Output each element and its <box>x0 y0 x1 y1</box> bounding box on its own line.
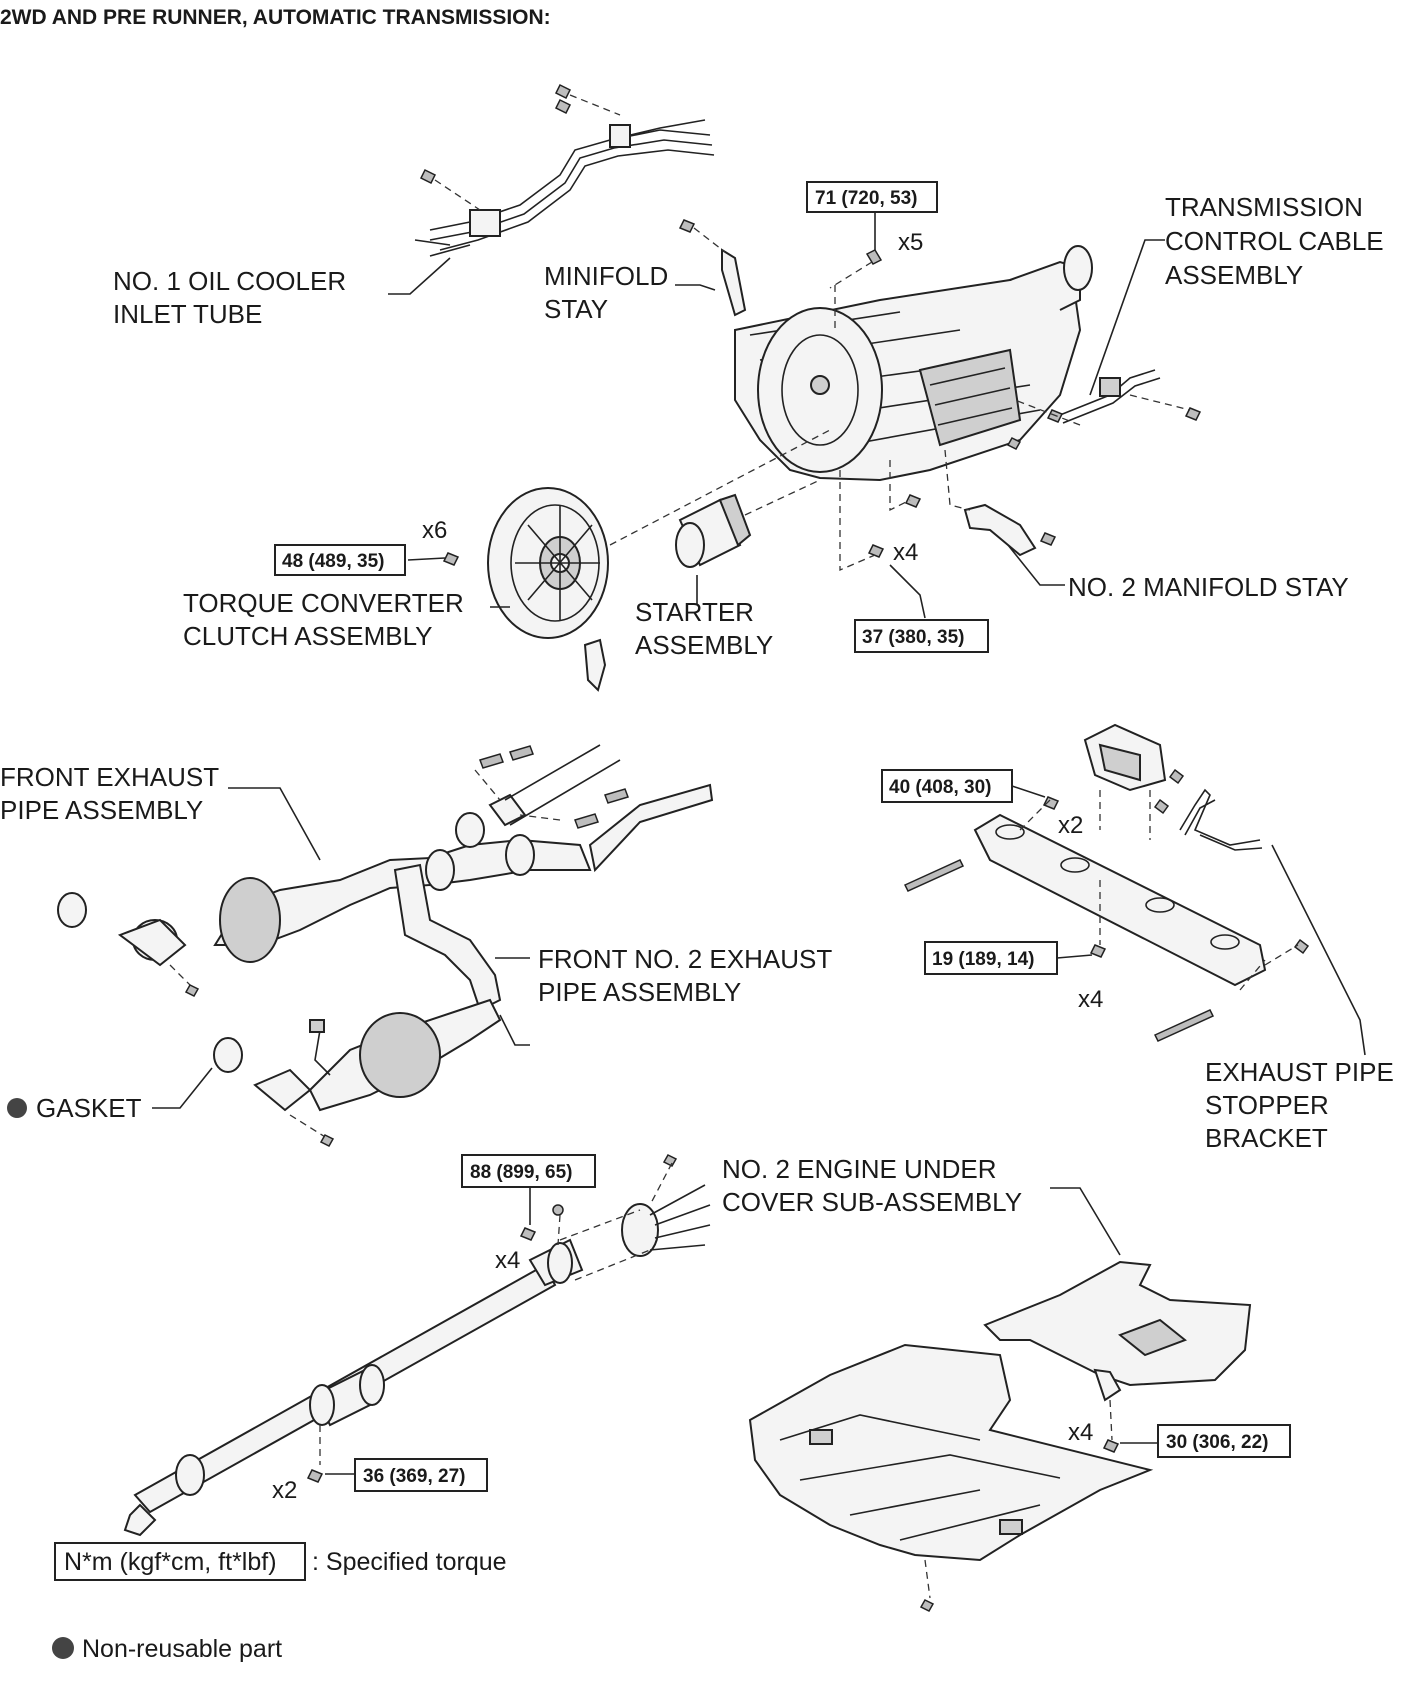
manifold-stay-label-line1: MINIFOLD <box>544 261 668 291</box>
under-cover-leader <box>1050 1187 1121 1256</box>
gasket-label: GASKET <box>36 1093 142 1123</box>
front-exhaust-leader <box>228 787 321 861</box>
starter-label-line1: STARTER <box>635 597 754 627</box>
manifold-stay-2-label: NO. 2 MANIFOLD STAY <box>1068 572 1349 602</box>
legend-nonreusable-text: Non-reusable part <box>82 1635 282 1663</box>
control-cable-leader <box>1089 239 1165 396</box>
legend-torque-units: N*m (kgf*cm, ft*lbf) <box>64 1548 277 1576</box>
torque-88: 88 (899, 65) <box>470 1162 572 1183</box>
exhaust-flange-bolts <box>455 744 629 848</box>
manifold-stay-2-part <box>963 503 1037 557</box>
stopper-bracket-leader <box>1271 844 1366 1056</box>
control-cable-label-line3: ASSEMBLY <box>1165 260 1303 290</box>
torque-converter-drawing <box>487 429 831 639</box>
torque-converter-label-line1: TORQUE CONVERTER <box>183 588 464 618</box>
multiplier-48: x6 <box>422 517 447 544</box>
torque-box-88 <box>461 1154 596 1188</box>
stopper-bracket-label-line2: STOPPER <box>1205 1090 1329 1120</box>
torque-40: 40 (408, 30) <box>889 777 991 798</box>
transmission-bolt <box>865 249 883 265</box>
legend-torque-text: : Specified torque <box>312 1548 507 1576</box>
torque-37: 37 (380, 35) <box>862 627 964 648</box>
multiplier-88: x4 <box>495 1247 520 1274</box>
multiplier-36: x2 <box>272 1477 297 1504</box>
front-exhaust-pipe-drawing <box>57 783 714 997</box>
torque-box-19 <box>924 941 1058 975</box>
multiplier-40: x2 <box>1058 812 1083 839</box>
torque-48: 48 (489, 35) <box>282 551 384 572</box>
torque-36: 36 (369, 27) <box>363 1466 465 1487</box>
front-exhaust-label-line2: PIPE ASSEMBLY <box>0 795 203 825</box>
diagram-title: 2WD AND PRE RUNNER, AUTOMATIC TRANSMISSI… <box>0 6 551 29</box>
torque-box-48 <box>274 544 406 576</box>
manifold-stay-part <box>721 248 747 317</box>
starter-drawing <box>675 479 821 568</box>
control-cable-drawing <box>1006 369 1202 450</box>
oil-cooler-inlet-tube-drawing <box>414 83 715 257</box>
torque-box-71 <box>806 181 938 213</box>
multiplier-71: x5 <box>898 229 923 256</box>
manifold-stay-2-leader <box>1007 544 1065 586</box>
manifold-stay-leader <box>675 284 716 291</box>
torque-box-36 <box>354 1458 488 1492</box>
torque-19: 19 (189, 14) <box>932 949 1034 970</box>
engine-under-cover-drawing <box>748 1260 1252 1612</box>
starter-label-line2: ASSEMBLY <box>635 630 773 660</box>
stopper-bracket-drawing <box>903 723 1310 1042</box>
front-no2-exhaust-label-line1: FRONT NO. 2 EXHAUST <box>538 944 832 974</box>
control-cable-label-line1: TRANSMISSION <box>1165 192 1363 222</box>
control-cable-label-line2: CONTROL CABLE <box>1165 226 1384 256</box>
stopper-bracket-label-line1: EXHAUST PIPE <box>1205 1057 1394 1087</box>
multiplier-19: x4 <box>1078 986 1103 1013</box>
torque-converter-label-line2: CLUTCH ASSEMBLY <box>183 621 432 651</box>
multiplier-37: x4 <box>893 539 918 566</box>
manifold-stay-label-line2: STAY <box>544 294 608 324</box>
small-bracket <box>583 638 607 692</box>
front-no2-exhaust-pipe-drawing <box>213 863 530 1147</box>
legend-torque-box <box>54 1542 306 1581</box>
oil-cooler-label-line1: NO. 1 OIL COOLER <box>113 266 346 296</box>
oil-cooler-leader <box>388 257 451 295</box>
propeller-shaft-drawing <box>123 1154 711 1537</box>
stopper-bracket-label-line3: BRACKET <box>1205 1123 1328 1153</box>
front-exhaust-label-line1: FRONT EXHAUST <box>0 762 219 792</box>
front-no2-exhaust-label-line2: PIPE ASSEMBLY <box>538 977 741 1007</box>
torque-30: 30 (306, 22) <box>1166 1432 1268 1453</box>
gasket-leader <box>152 1067 213 1109</box>
transmission-assembly <box>734 245 1093 482</box>
torque-box-37 <box>854 619 989 653</box>
under-cover-label-line1: NO. 2 ENGINE UNDER <box>722 1154 997 1184</box>
under-cover-label-line2: COVER SUB-ASSEMBLY <box>722 1187 1022 1217</box>
multiplier-30: x4 <box>1068 1419 1093 1446</box>
torque-box-40 <box>881 769 1013 803</box>
legend-nonreusable-icon <box>52 1637 74 1659</box>
oil-cooler-label-line2: INLET TUBE <box>113 299 262 329</box>
torque-box-30 <box>1157 1424 1291 1458</box>
gasket-nonreusable-icon <box>7 1098 27 1118</box>
torque-71: 71 (720, 53) <box>815 188 917 209</box>
